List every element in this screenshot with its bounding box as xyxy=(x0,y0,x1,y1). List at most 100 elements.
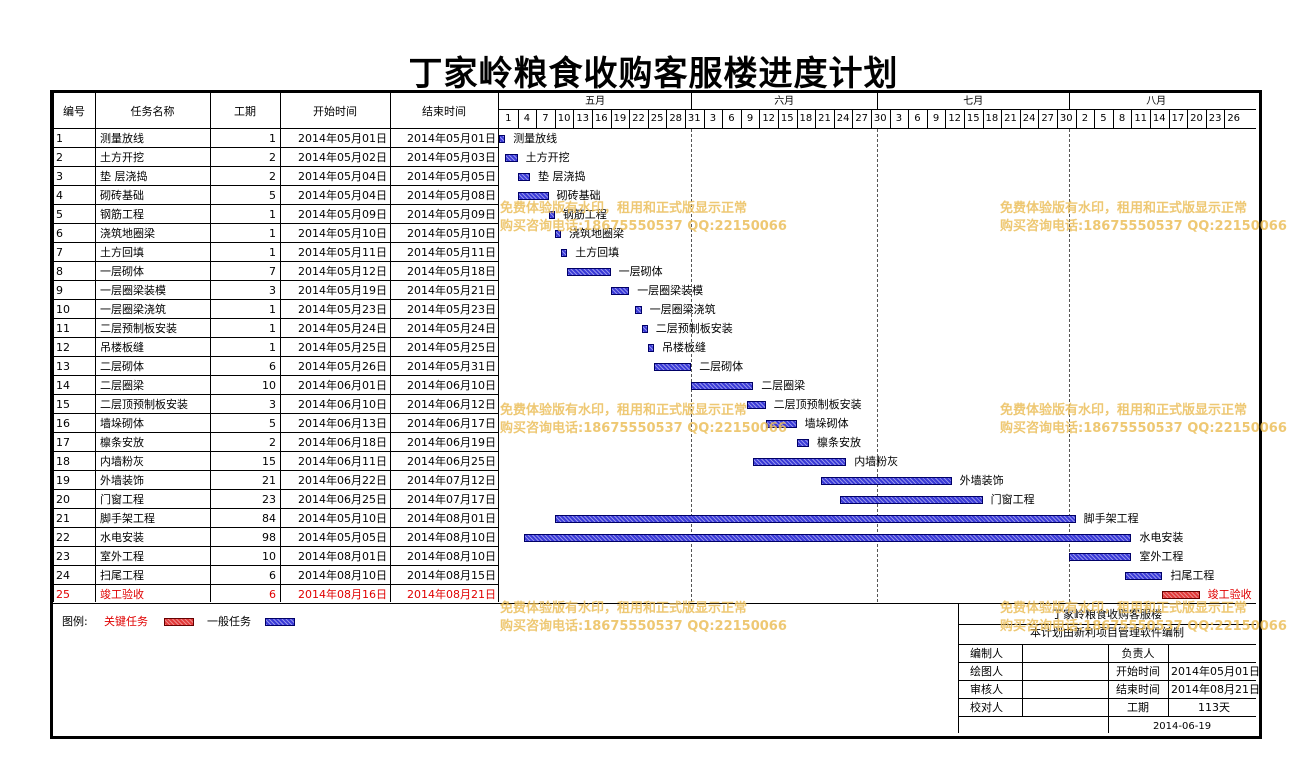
timescale-divider xyxy=(498,109,1256,110)
task-id: 12 xyxy=(56,341,70,354)
task-name: 二层砌体 xyxy=(100,360,144,373)
task-start: 2014年08月01日 xyxy=(298,550,387,563)
day-label: 27 xyxy=(1041,113,1055,124)
gantt-bar xyxy=(505,154,518,162)
gantt-bar xyxy=(840,496,983,504)
legend-normal-label: 一般任务 xyxy=(207,615,251,628)
task-end: 2014年05月31日 xyxy=(407,360,496,373)
task-name: 垫 层浇捣 xyxy=(100,170,148,183)
task-end: 2014年06月10日 xyxy=(407,379,496,392)
task-start: 2014年05月04日 xyxy=(298,170,387,183)
task-id: 3 xyxy=(56,170,63,183)
table-row-divider xyxy=(53,584,498,585)
task-id: 6 xyxy=(56,227,63,240)
task-name: 钢筋工程 xyxy=(100,208,144,221)
day-tick xyxy=(833,110,835,128)
task-id: 1 xyxy=(56,132,63,145)
table-row-divider xyxy=(53,546,498,547)
task-id: 10 xyxy=(56,303,70,316)
day-tick xyxy=(889,110,891,128)
task-duration: 1 xyxy=(269,208,276,221)
gantt-bar-label: 内墙粉灰 xyxy=(854,455,899,468)
day-tick xyxy=(1131,110,1133,128)
table-row-divider xyxy=(53,527,498,528)
task-id: 7 xyxy=(56,246,63,259)
task-name: 一层圈梁浇筑 xyxy=(100,303,166,316)
titleblock-value: 113天 xyxy=(1198,701,1230,714)
day-tick xyxy=(871,110,872,128)
day-label: 5 xyxy=(1100,113,1107,124)
day-label: 24 xyxy=(1022,113,1036,124)
day-label: 11 xyxy=(1134,113,1148,124)
task-start: 2014年05月26日 xyxy=(298,360,387,373)
task-name: 一层砌体 xyxy=(100,265,144,278)
gantt-bar-label: 门窗工程 xyxy=(990,493,1035,506)
day-tick xyxy=(1019,110,1021,128)
table-row-divider xyxy=(53,489,498,490)
task-end: 2014年05月21日 xyxy=(407,284,496,297)
task-id: 25 xyxy=(56,588,70,601)
day-tick xyxy=(554,110,556,128)
day-label: 19 xyxy=(613,113,627,124)
titleblock-border xyxy=(958,604,959,733)
legend-label: 图例: xyxy=(62,615,88,628)
day-label: 3 xyxy=(709,113,717,124)
gantt-bar xyxy=(635,306,642,314)
day-label: 12 xyxy=(762,113,776,124)
month-label: 六月 xyxy=(774,96,795,107)
task-duration: 6 xyxy=(269,360,276,373)
day-tick xyxy=(1205,110,1207,128)
day-tick xyxy=(759,110,761,128)
gantt-bar-label: 外墙装饰 xyxy=(959,474,1004,487)
task-id: 21 xyxy=(56,512,70,525)
table-row-divider xyxy=(53,394,498,395)
table-row-divider xyxy=(53,565,498,566)
day-tick xyxy=(852,110,854,128)
task-name: 内墙粉灰 xyxy=(100,455,144,468)
table-column-divider xyxy=(390,93,391,602)
gantt-bar-label: 钢筋工程 xyxy=(562,208,607,221)
day-label: 30 xyxy=(873,113,887,124)
task-id: 11 xyxy=(56,322,70,335)
task-start: 2014年06月18日 xyxy=(298,436,387,449)
table-column-divider xyxy=(53,93,54,602)
task-end: 2014年06月12日 xyxy=(407,398,496,411)
column-header-name: 任务名称 xyxy=(130,105,175,118)
day-label: 12 xyxy=(948,113,962,124)
task-end: 2014年05月09日 xyxy=(407,208,496,221)
gantt-bar-label: 二层砌体 xyxy=(699,360,744,373)
gantt-bar-label: 檩条安放 xyxy=(817,436,861,449)
table-row-divider xyxy=(53,242,498,243)
day-label: 7 xyxy=(542,113,549,124)
gantt-bar xyxy=(548,211,555,219)
task-duration: 21 xyxy=(262,474,276,487)
gantt-bar xyxy=(561,249,568,257)
day-label: 28 xyxy=(669,113,683,124)
day-tick xyxy=(722,110,724,128)
titleblock-divider xyxy=(1108,717,1109,733)
titleblock-label: 结束时间 xyxy=(1116,683,1160,696)
day-tick xyxy=(610,110,612,128)
task-name: 浇筑地圈梁 xyxy=(100,227,155,240)
task-start: 2014年05月09日 xyxy=(298,208,387,221)
task-start: 2014年05月05日 xyxy=(298,531,387,544)
task-start: 2014年05月23日 xyxy=(298,303,387,316)
day-tick xyxy=(982,110,984,128)
task-name: 竣工验收 xyxy=(100,588,144,601)
task-start: 2014年05月12日 xyxy=(298,265,387,278)
task-end: 2014年08月10日 xyxy=(407,531,496,544)
day-label: 20 xyxy=(1190,113,1203,124)
table-column-divider xyxy=(210,93,211,602)
task-start: 2014年06月10日 xyxy=(298,398,387,411)
day-tick xyxy=(592,110,593,128)
titleblock-line xyxy=(958,662,1256,663)
task-name: 室外工程 xyxy=(100,550,144,563)
table-row-divider xyxy=(53,470,498,471)
titleblock-divider xyxy=(1022,644,1023,717)
gantt-bar-label: 竣工验收 xyxy=(1207,588,1252,601)
task-id: 16 xyxy=(56,417,70,430)
month-gridline xyxy=(877,129,879,602)
day-label: 26 xyxy=(1227,113,1241,124)
titleblock-label: 开始时间 xyxy=(1116,665,1160,678)
task-duration: 6 xyxy=(269,588,276,601)
